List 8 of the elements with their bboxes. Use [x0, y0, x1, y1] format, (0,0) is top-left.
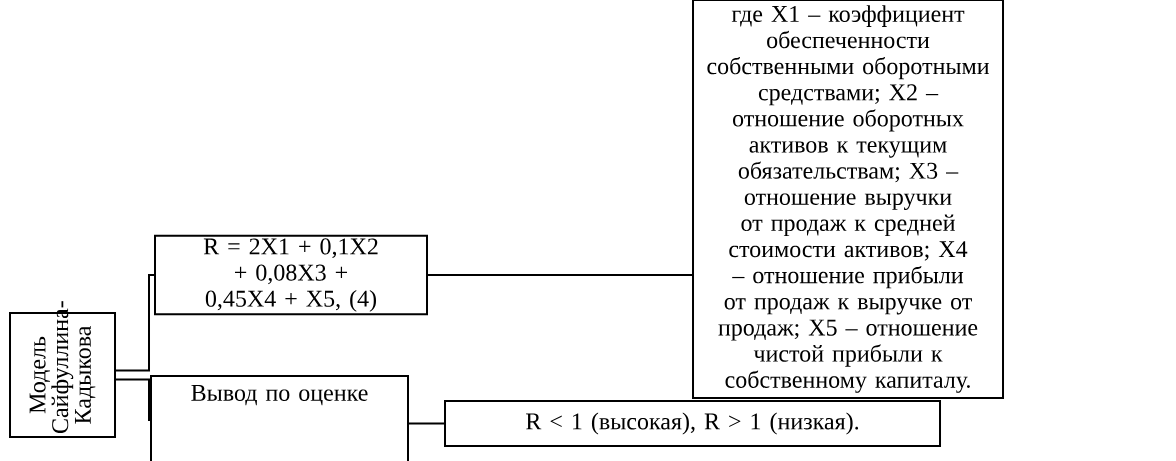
- connector-line: [115, 378, 152, 421]
- model-box: Модель Сайфуллина-Кадыкова: [9, 301, 116, 438]
- text-box: R = 2X1 + 0,1X2 + 0,08X3 + 0,45X4 + X5, (4): [154, 234, 428, 316]
- connector-line: [427, 274, 693, 276]
- conclusion-box: Вывод по оценке: [150, 375, 409, 461]
- connector-line: [115, 274, 155, 372]
- text-box: R < 1 (высокая), R > 1 (низкая).: [444, 400, 941, 447]
- connector-line: [407, 422, 445, 425]
